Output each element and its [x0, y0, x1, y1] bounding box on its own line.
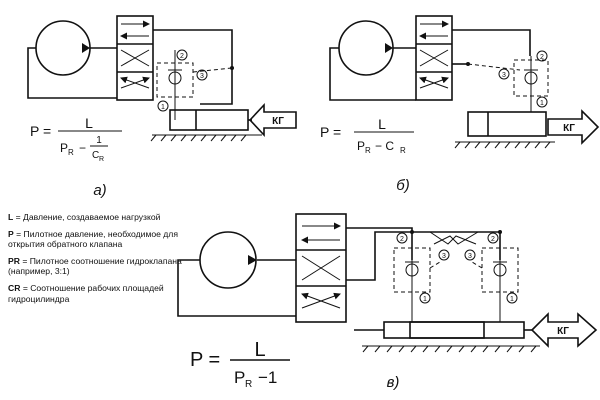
cylinder-v	[383, 321, 525, 339]
formula-a-inner-sub: R	[99, 156, 104, 163]
load-arrow-v	[530, 312, 598, 348]
port-v-2-left: 2	[400, 236, 404, 243]
port-v-1-right: 1	[510, 296, 514, 303]
valve-a	[116, 15, 154, 101]
cylinder-b	[467, 111, 547, 137]
port-v-3-right: 3	[468, 253, 472, 260]
legend-key-p: P	[8, 228, 14, 239]
port-a-2: 2	[180, 53, 184, 60]
pump-a	[35, 20, 91, 76]
ground-hatch-b	[454, 141, 551, 149]
diagram-a: 2 3 1 КГ	[27, 15, 297, 142]
port-v-2-right: 2	[491, 236, 495, 243]
diagram-v: 2 2 3 3 1 1 КГ	[177, 213, 598, 353]
port-v-1-left: 1	[423, 296, 427, 303]
formula-a-inner-num: 1	[96, 135, 102, 146]
legend: L = Давление, создаваемое нагрузкой P = …	[8, 212, 183, 310]
legend-key-pr: PR	[8, 255, 20, 266]
legend-item-pr: PR = Пилотное соотношение гидроклапана (…	[8, 256, 183, 277]
formula-a: P = L P R − 1 C R	[30, 115, 122, 163]
ground-hatch-a	[150, 134, 247, 142]
pump-b	[338, 20, 394, 76]
formula-a-den-sub: R	[68, 148, 74, 157]
load-arrow-b	[547, 109, 600, 145]
legend-key-cr: CR	[8, 282, 21, 293]
caption-v: в)	[387, 374, 400, 391]
cylinder-a	[169, 109, 249, 131]
port-v-3-left: 3	[442, 253, 446, 260]
formula-v: P = L P R −1	[190, 339, 290, 390]
legend-text-cr: = Соотношение рабочих площадей гидроцили…	[8, 282, 164, 304]
load-label-b: КГ	[563, 123, 575, 134]
formula-b-den-sub: R	[365, 146, 371, 155]
formula-b-den-sub2: R	[400, 146, 406, 155]
load-arrow-a	[248, 102, 297, 138]
port-b-1: 1	[540, 100, 544, 107]
legend-text-pr: = Пилотное соотношение гидроклапана (нап…	[8, 255, 182, 277]
formula-a-num: L	[85, 115, 93, 131]
legend-item-p: P = Пилотное давление, необходимое для о…	[8, 229, 183, 250]
formula-v-den-sub: R	[245, 379, 252, 390]
legend-item-cr: CR = Соотношение рабочих площадей гидроц…	[8, 283, 183, 304]
formula-v-lhs: P =	[190, 349, 220, 371]
diagram-b: 2 3 1 КГ	[329, 15, 600, 149]
pump-v-triangle	[248, 255, 257, 265]
load-label-v: КГ	[557, 326, 569, 337]
port-b-3: 3	[502, 72, 506, 79]
valve-v	[295, 213, 347, 323]
valve-b	[415, 15, 453, 101]
formula-b-num: L	[378, 116, 386, 132]
pump-v	[199, 231, 257, 289]
formula-b: P = L P R − C R	[320, 116, 414, 155]
caption-a: а)	[93, 182, 106, 199]
port-b-2: 2	[540, 54, 544, 61]
formula-b-den: P	[357, 139, 365, 153]
port-a-1: 1	[161, 104, 165, 111]
formula-a-den: P	[60, 141, 68, 155]
formula-v-den-rest: −1	[258, 368, 277, 387]
formula-a-minus: −	[79, 141, 86, 155]
formula-b-den-rest: − C	[375, 139, 394, 153]
load-label-a: КГ	[272, 116, 284, 127]
port-a-3: 3	[200, 73, 204, 80]
legend-text-p: = Пилотное давление, необходимое для отк…	[8, 228, 178, 250]
formula-a-inner-den: C	[92, 150, 99, 161]
formula-v-num: L	[254, 339, 265, 361]
ground-hatch-v	[362, 345, 537, 353]
pump-b-triangle	[385, 43, 393, 53]
caption-b: б)	[396, 177, 409, 194]
formula-b-lhs: P =	[320, 124, 341, 140]
formula-a-lhs: P =	[30, 123, 51, 139]
legend-text-l: = Давление, создаваемое нагрузкой	[15, 212, 161, 222]
formula-v-den: P	[234, 368, 245, 387]
legend-key-l: L	[8, 212, 14, 222]
legend-item-l: L = Давление, создаваемое нагрузкой	[8, 212, 183, 223]
pump-a-triangle	[82, 43, 90, 53]
